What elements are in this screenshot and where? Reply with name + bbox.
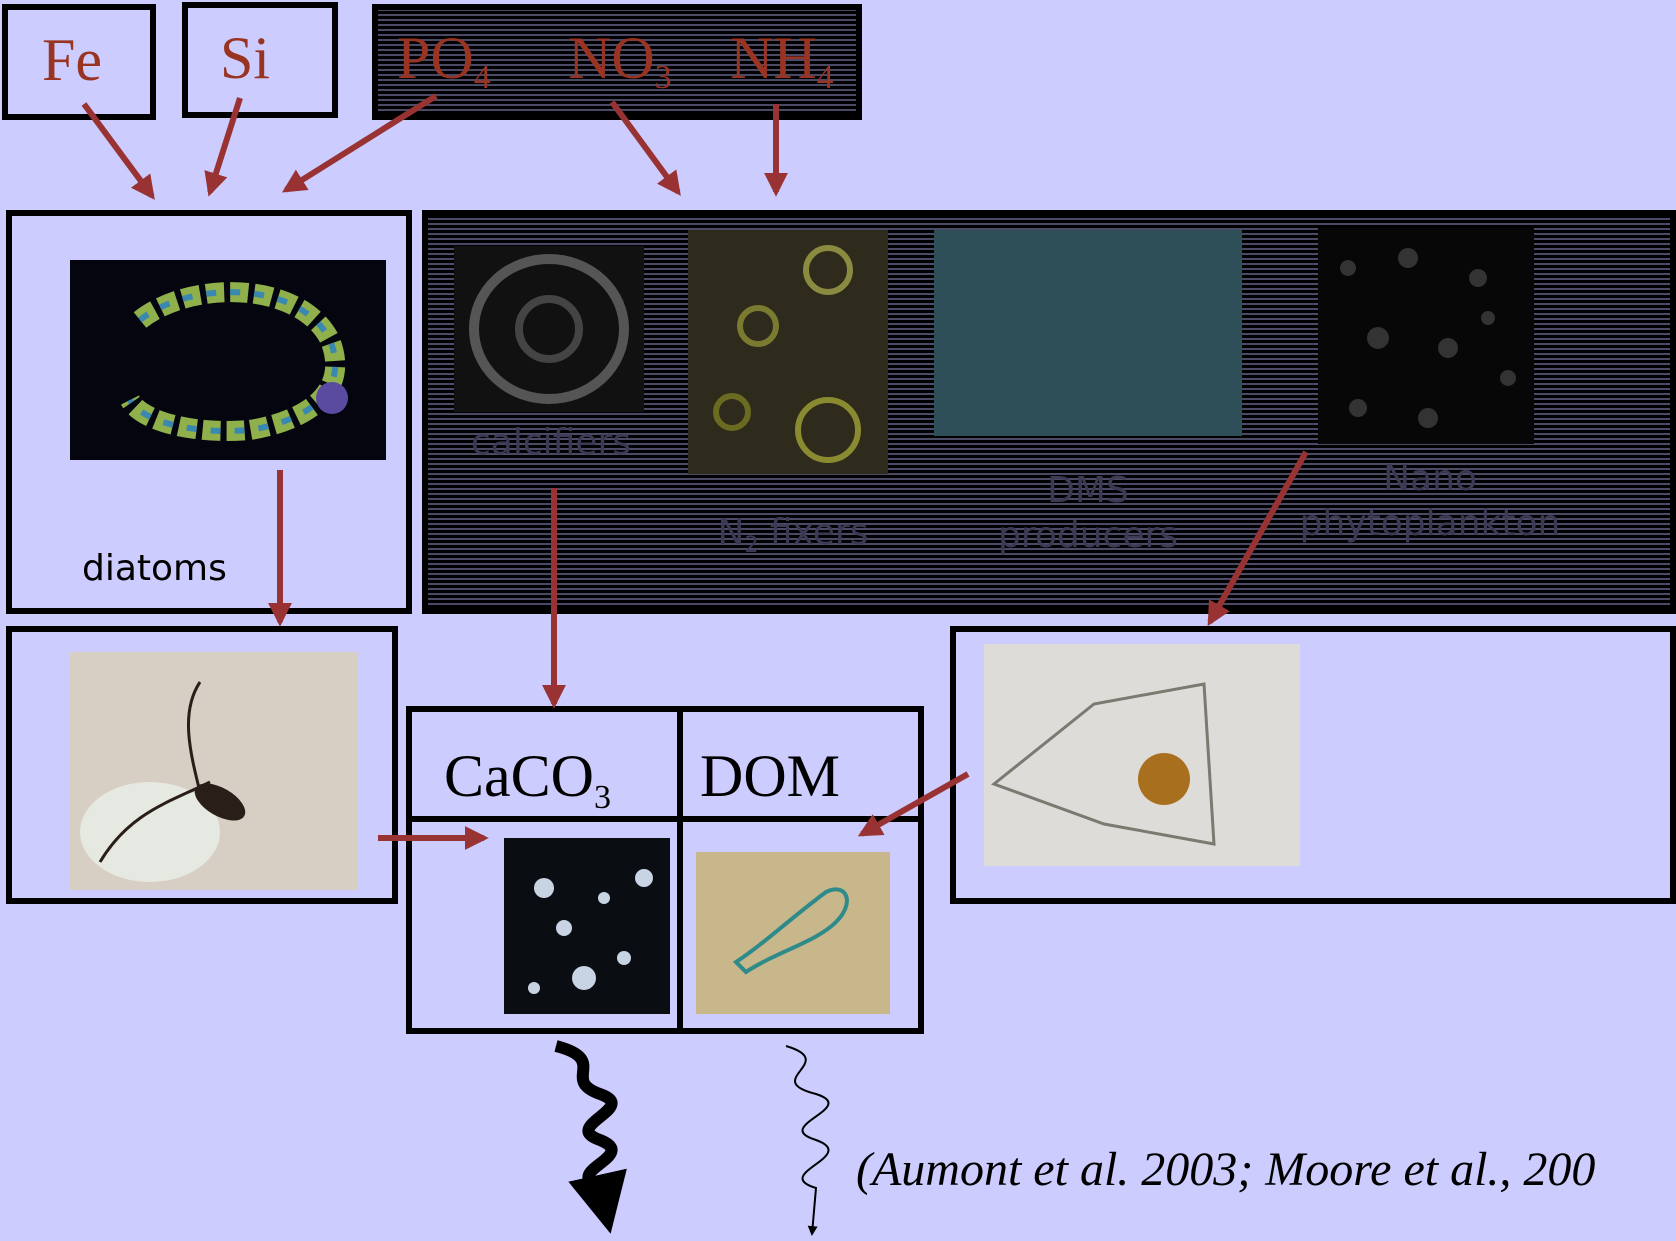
flow-arrows xyxy=(0,0,1676,1241)
